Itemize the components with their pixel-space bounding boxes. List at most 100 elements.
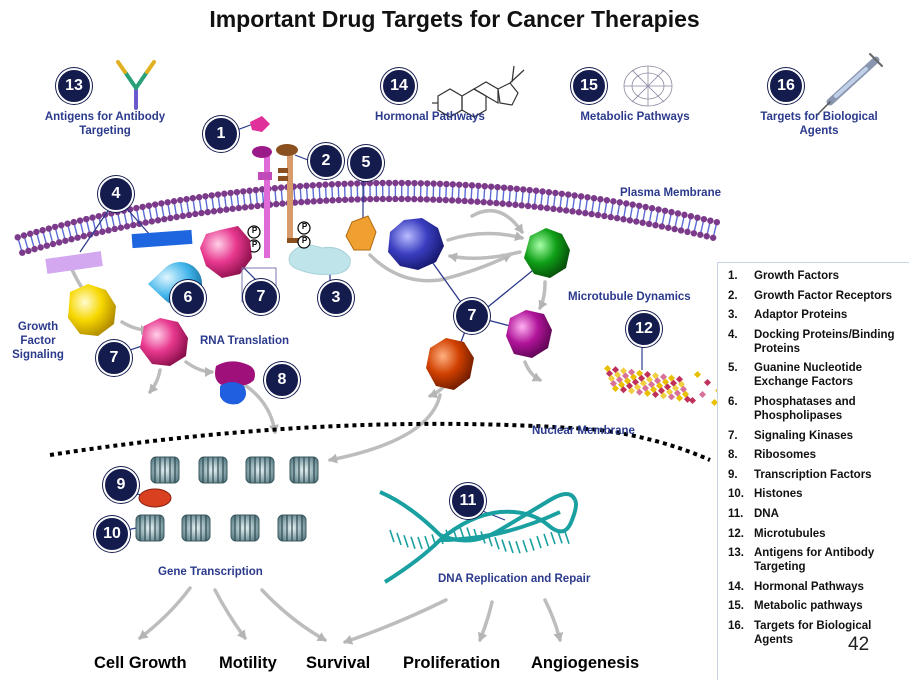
membrane-head	[424, 196, 430, 202]
membrane-head	[546, 189, 552, 195]
membrane-head	[469, 182, 475, 188]
legend-item: 13.Antigens for Antibody Targeting	[728, 546, 909, 574]
membrane-head	[475, 183, 481, 189]
membrane-head	[171, 198, 177, 204]
marker-7-c: 7	[96, 340, 132, 376]
membrane-head	[56, 239, 62, 245]
membrane-head	[71, 219, 77, 225]
membrane-head	[248, 203, 254, 209]
membrane-head	[146, 202, 152, 208]
membrane-head	[688, 213, 694, 219]
membrane-head	[604, 197, 610, 203]
membrane-head	[512, 202, 518, 208]
dna-base-pair	[530, 538, 534, 550]
membrane-head	[96, 213, 102, 219]
marker-2: 2	[308, 143, 344, 179]
legend-item-number: 1.	[728, 269, 754, 283]
legend-item-number: 12.	[728, 527, 754, 541]
label-gene-transcription: Gene Transcription	[158, 565, 288, 579]
legend-item: 9.Transcription Factors	[728, 468, 909, 482]
membrane-head	[234, 189, 240, 195]
legend-item-number: 11.	[728, 507, 754, 521]
marker-15: 15	[571, 68, 607, 104]
membrane-head	[304, 198, 310, 204]
membrane-head	[310, 182, 316, 188]
membrane-head	[33, 229, 39, 235]
membrane-head	[405, 196, 411, 202]
histone	[278, 515, 306, 541]
membrane-head	[105, 227, 111, 233]
dna-base-pair	[544, 534, 548, 546]
dna-base-pair	[523, 540, 527, 552]
membrane-head	[417, 196, 423, 202]
microtubule-dimer	[689, 397, 696, 404]
membrane-head	[142, 219, 148, 225]
membrane-head	[449, 197, 455, 203]
membrane-head	[436, 197, 442, 203]
membrane-head	[652, 222, 658, 228]
membrane-head	[544, 205, 550, 211]
membrane-head	[15, 234, 21, 240]
legend-item-text: Microtubules	[754, 527, 900, 541]
label-hormonal: Hormonal Pathways	[360, 110, 500, 124]
membrane-head	[165, 199, 171, 205]
membrane-head	[468, 198, 474, 204]
outcome-proliferation: Proliferation	[403, 654, 500, 673]
ribosome-shape	[215, 361, 255, 404]
legend-item: 3.Adaptor Proteins	[728, 308, 909, 322]
label-nuclear-membrane: Nuclear Membrane	[532, 424, 662, 438]
membrane-head	[124, 223, 130, 229]
membrane-head	[311, 198, 317, 204]
marker-6: 6	[170, 280, 206, 316]
legend-item-number: 6.	[728, 395, 754, 423]
dna-base-pair	[397, 533, 401, 545]
membrane-head	[671, 226, 677, 232]
page-title: Important Drug Targets for Cancer Therap…	[0, 6, 909, 33]
membrane-head	[678, 227, 684, 233]
membrane-head	[595, 212, 601, 218]
legend-item-number: 15.	[728, 599, 754, 613]
legend-item-number: 9.	[728, 468, 754, 482]
membrane-head	[373, 180, 379, 186]
membrane-head	[180, 213, 186, 219]
membrane-head	[506, 201, 512, 207]
membrane-head	[493, 200, 499, 206]
membrane-head	[584, 194, 590, 200]
dna-base-pair	[390, 530, 394, 542]
membrane-head	[411, 180, 417, 186]
legend-item-text: DNA	[754, 507, 900, 521]
docking-protein-blue	[132, 230, 193, 248]
legend-item: 16.Targets for Biological Agents	[728, 619, 909, 647]
membrane-head	[681, 212, 687, 218]
legend-item-text: Growth Factors	[754, 269, 900, 283]
membrane-head	[186, 212, 192, 218]
membrane-head	[552, 190, 558, 196]
marker-7-b: 7	[454, 298, 490, 334]
antibody-icon	[118, 62, 154, 108]
membrane-head	[354, 180, 360, 186]
marker-14: 14	[381, 68, 417, 104]
membrane-head	[623, 200, 629, 206]
membrane-head	[253, 187, 259, 193]
legend-item: 7.Signaling Kinases	[728, 429, 909, 443]
legend-item: 10.Histones	[728, 487, 909, 501]
legend-item: 1.Growth Factors	[728, 269, 909, 283]
membrane-head	[662, 208, 668, 214]
membrane-head	[691, 230, 697, 236]
membrane-head	[411, 196, 417, 202]
dna-base-pair	[495, 537, 499, 549]
membrane-head	[614, 215, 620, 221]
membrane-head	[430, 196, 436, 202]
membrane-head	[582, 210, 588, 216]
legend-item-number: 3.	[728, 308, 754, 322]
label-growth-factor-signaling: Growth Factor Signaling	[6, 320, 70, 362]
membrane-head	[211, 208, 217, 214]
membrane-head	[443, 197, 449, 203]
membrane-head	[380, 196, 386, 202]
membrane-head	[74, 234, 80, 240]
membrane-head	[520, 186, 526, 192]
marker-7-a: 7	[243, 279, 279, 315]
membrane-head	[161, 216, 167, 222]
membrane-head	[684, 229, 690, 235]
legend-item: 2.Growth Factor Receptors	[728, 289, 909, 303]
